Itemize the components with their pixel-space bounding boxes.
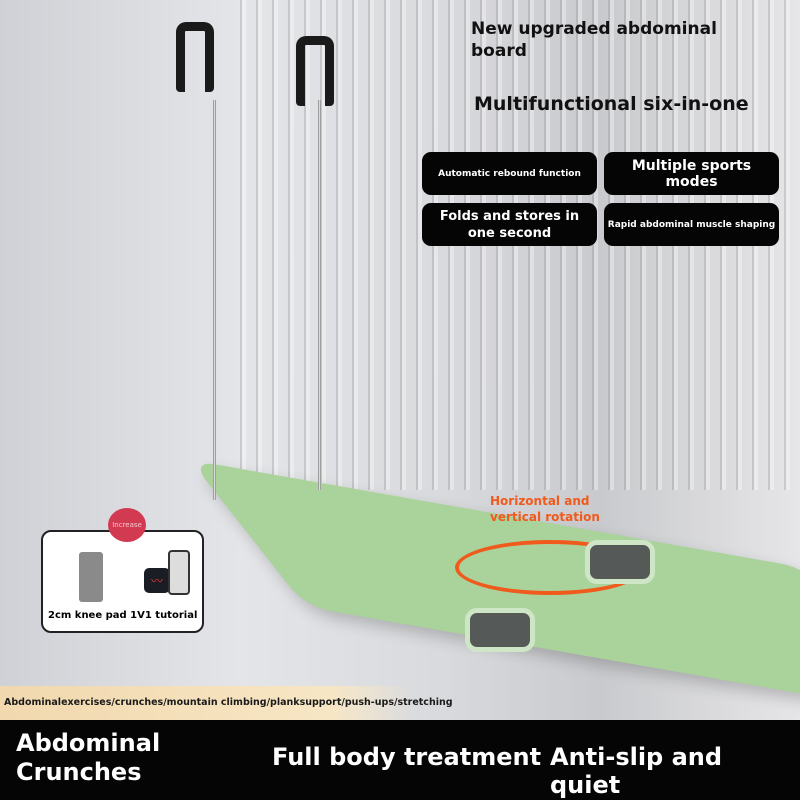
accessory-caption: 2cm knee pad 1V1 tutorial xyxy=(48,610,198,621)
phone-icon xyxy=(168,550,190,595)
feature-pill: Multiple sports modes xyxy=(604,152,779,195)
accessory-card: 〰 2cm knee pad 1V1 tutorial xyxy=(41,530,204,633)
resistance-rope xyxy=(213,100,216,500)
knee-pad-image xyxy=(79,552,103,602)
knee-pad-disc xyxy=(585,540,655,584)
headline: New upgraded abdominal board xyxy=(471,18,717,62)
rotation-label: Horizontal and vertical rotation xyxy=(490,493,600,525)
increase-badge: Increase xyxy=(108,508,146,542)
resistance-rope xyxy=(318,100,321,490)
rotation-label-line2: vertical rotation xyxy=(490,510,600,524)
bottom-left-line2: Crunches xyxy=(16,758,142,786)
subtitle: Multifunctional six-in-one xyxy=(474,93,749,115)
feature-pill: Folds and stores in one second xyxy=(422,203,597,246)
bottom-left-text: Abdominal Crunches xyxy=(16,729,160,787)
bottom-middle-text: Full body treatment xyxy=(272,743,542,771)
exercise-list: Abdominalexercises/crunches/mountain cli… xyxy=(4,697,453,708)
app-icon: 〰 xyxy=(144,568,170,593)
rotation-label-line1: Horizontal and xyxy=(490,494,590,508)
handle-grip xyxy=(176,22,214,92)
feature-pill: Automatic rebound function xyxy=(422,152,597,195)
handle-grip xyxy=(296,36,334,106)
bottom-right-text: Anti-slip and quiet xyxy=(550,743,723,799)
knee-pad-disc xyxy=(465,608,535,652)
bottom-bar: Abdominal Crunches Full body treatment A… xyxy=(0,720,800,800)
bottom-left-line1: Abdominal xyxy=(16,729,161,757)
exercise-strip: Abdominalexercises/crunches/mountain cli… xyxy=(0,686,453,720)
headline-line2: board xyxy=(471,41,527,61)
headline-line1: New upgraded abdominal xyxy=(471,19,717,39)
feature-pill: Rapid abdominal muscle shaping xyxy=(604,203,779,246)
